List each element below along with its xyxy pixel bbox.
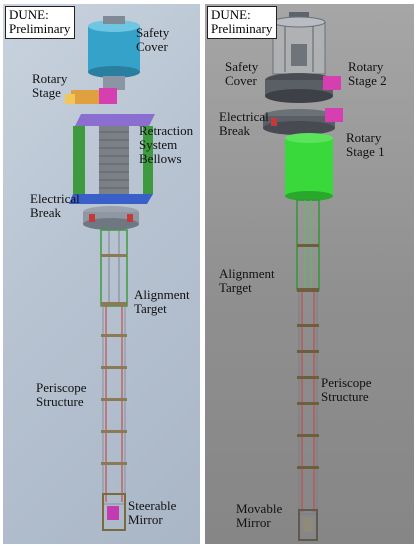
right-rotary-stage-2-shape — [265, 73, 341, 103]
right-electrical-break-shape — [263, 108, 343, 135]
left-periscope-tube-shape — [100, 229, 128, 531]
right-periscope-tube-shape — [296, 199, 320, 541]
left-safety-cover-shape — [88, 16, 140, 78]
right-safety-cover-shape — [272, 12, 326, 75]
left-bellows-frame-shape — [69, 114, 155, 204]
left-electrical-break-shape — [83, 206, 139, 230]
left-neck-shape — [103, 76, 125, 90]
left-rotary-stage-shape — [65, 88, 117, 104]
left-apparatus-illustration — [65, 16, 155, 531]
right-apparatus-illustration — [263, 12, 343, 541]
right-dune-preliminary-badge: DUNE:Preliminary — [207, 6, 278, 39]
right-rotary-stage-1-shape — [285, 133, 333, 201]
left-dune-preliminary-badge: DUNE:Preliminary — [5, 6, 76, 39]
